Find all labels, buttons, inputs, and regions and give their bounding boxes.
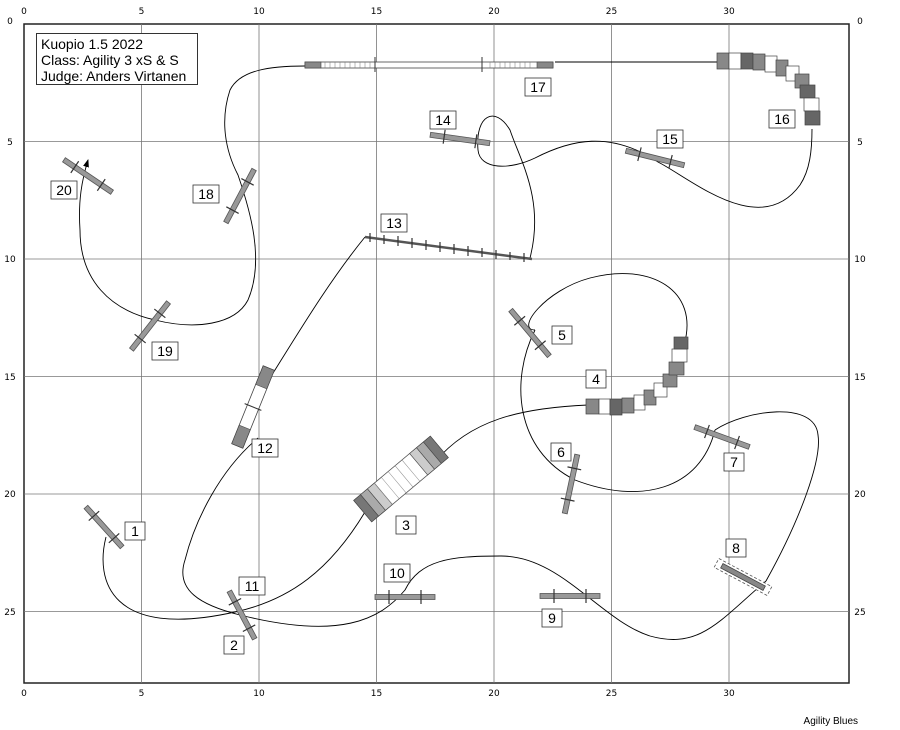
- class-line: Class: Agility 3 xS & S: [41, 52, 179, 68]
- svg-text:2: 2: [230, 637, 238, 653]
- label-7: 7: [723, 452, 745, 472]
- x-tick-bottom: 15: [371, 689, 382, 699]
- obstacle-16-tunnel: [716, 52, 821, 126]
- tick-labels: 0 5 10 15 20 25 30 0 5 10 15 20 25 30 0 …: [4, 7, 866, 699]
- obstacle-17-dog-walk: [304, 57, 554, 72]
- x-tick-bottom: 0: [21, 689, 27, 699]
- svg-text:19: 19: [157, 343, 173, 359]
- svg-text:17: 17: [530, 79, 546, 95]
- label-10: 10: [383, 563, 411, 583]
- label-2: 2: [223, 635, 245, 655]
- obstacle-8-tire: [713, 557, 773, 597]
- x-tick-top: 20: [488, 7, 500, 17]
- obstacle-20-jump: [62, 157, 114, 195]
- label-15: 15: [656, 129, 684, 149]
- x-tick-top: 10: [253, 7, 265, 17]
- obstacle-19-jump: [128, 300, 172, 352]
- label-16: 16: [768, 109, 796, 129]
- obstacle-10-jump: [374, 590, 436, 604]
- y-tick-left: 10: [4, 255, 16, 265]
- label-8: 8: [725, 538, 747, 558]
- course-info-box: Kuopio 1.5 2022 Class: Agility 3 xS & S …: [36, 33, 198, 85]
- x-tick-top: 30: [723, 7, 735, 17]
- obstacle-18-jump: [223, 167, 257, 225]
- credit-text: Agility Blues: [803, 716, 858, 727]
- label-4: 4: [585, 369, 607, 389]
- label-13: 13: [380, 213, 408, 233]
- label-17: 17: [524, 77, 552, 97]
- y-tick-left: 0: [7, 17, 13, 27]
- x-tick-top: 25: [606, 7, 617, 17]
- svg-text:15: 15: [662, 131, 678, 147]
- svg-text:13: 13: [386, 215, 402, 231]
- y-tick-left: 15: [4, 373, 15, 383]
- y-tick-left: 20: [4, 490, 16, 500]
- y-tick-right: 20: [854, 490, 866, 500]
- number-labels: 1 2 3 4 5 6 7 8 9 10 11 12 13 14 15 16 1…: [50, 77, 796, 655]
- judge-line: Judge: Anders Virtanen: [41, 68, 187, 84]
- label-9: 9: [541, 608, 563, 628]
- x-tick-bottom: 20: [488, 689, 500, 699]
- label-1: 1: [124, 521, 146, 541]
- field-border: [23, 23, 850, 684]
- label-18: 18: [192, 184, 220, 204]
- svg-text:1: 1: [131, 523, 139, 539]
- x-tick-bottom: 25: [606, 689, 617, 699]
- obstacle-3-tunnel: [353, 435, 449, 523]
- obstacle-5-jump: [508, 307, 552, 359]
- svg-text:18: 18: [198, 186, 214, 202]
- x-tick-bottom: 30: [723, 689, 735, 699]
- label-20: 20: [50, 180, 78, 200]
- x-tick-top: 15: [371, 7, 382, 17]
- label-14: 14: [429, 110, 457, 130]
- dog-path: [79, 61, 819, 640]
- label-12: 12: [251, 438, 279, 458]
- obstacle-1-jump: [83, 504, 125, 550]
- svg-text:11: 11: [245, 578, 260, 594]
- event-title: Kuopio 1.5 2022: [41, 36, 143, 52]
- svg-text:16: 16: [774, 111, 790, 127]
- obstacle-13-weave-poles: [364, 233, 533, 262]
- obstacle-7-jump: [693, 424, 751, 450]
- svg-text:9: 9: [548, 610, 556, 626]
- svg-text:10: 10: [389, 565, 405, 581]
- y-tick-left: 5: [7, 138, 13, 148]
- grid: [24, 24, 849, 683]
- y-tick-right: 0: [857, 17, 863, 27]
- label-19: 19: [151, 341, 179, 361]
- obstacle-6-jump: [560, 453, 582, 515]
- svg-text:4: 4: [592, 371, 600, 387]
- label-11: 11: [238, 576, 266, 596]
- obstacle-14-jump: [429, 129, 491, 149]
- x-tick-bottom: 10: [253, 689, 265, 699]
- svg-text:14: 14: [435, 112, 451, 128]
- svg-text:6: 6: [557, 444, 565, 460]
- x-tick-top: 5: [139, 7, 145, 17]
- y-tick-right: 25: [854, 608, 865, 618]
- obstacle-15-jump: [624, 147, 686, 169]
- svg-text:7: 7: [730, 454, 738, 470]
- y-tick-right: 5: [857, 138, 863, 148]
- obstacle-9-jump: [539, 589, 601, 603]
- obstacle-2-jump: [226, 589, 258, 641]
- y-tick-right: 15: [854, 373, 865, 383]
- label-5: 5: [551, 325, 573, 345]
- x-tick-bottom: 5: [139, 689, 145, 699]
- x-tick-top: 0: [21, 7, 27, 17]
- obstacle-4-tunnel: [585, 336, 689, 416]
- label-6: 6: [550, 442, 572, 462]
- svg-text:3: 3: [402, 517, 410, 533]
- y-tick-right: 10: [854, 255, 866, 265]
- label-3: 3: [395, 515, 417, 535]
- svg-text:20: 20: [56, 182, 72, 198]
- svg-text:12: 12: [257, 440, 273, 456]
- y-tick-left: 25: [4, 608, 15, 618]
- svg-text:8: 8: [732, 540, 740, 556]
- svg-text:5: 5: [558, 327, 566, 343]
- obstacle-12-seesaw: [231, 365, 275, 449]
